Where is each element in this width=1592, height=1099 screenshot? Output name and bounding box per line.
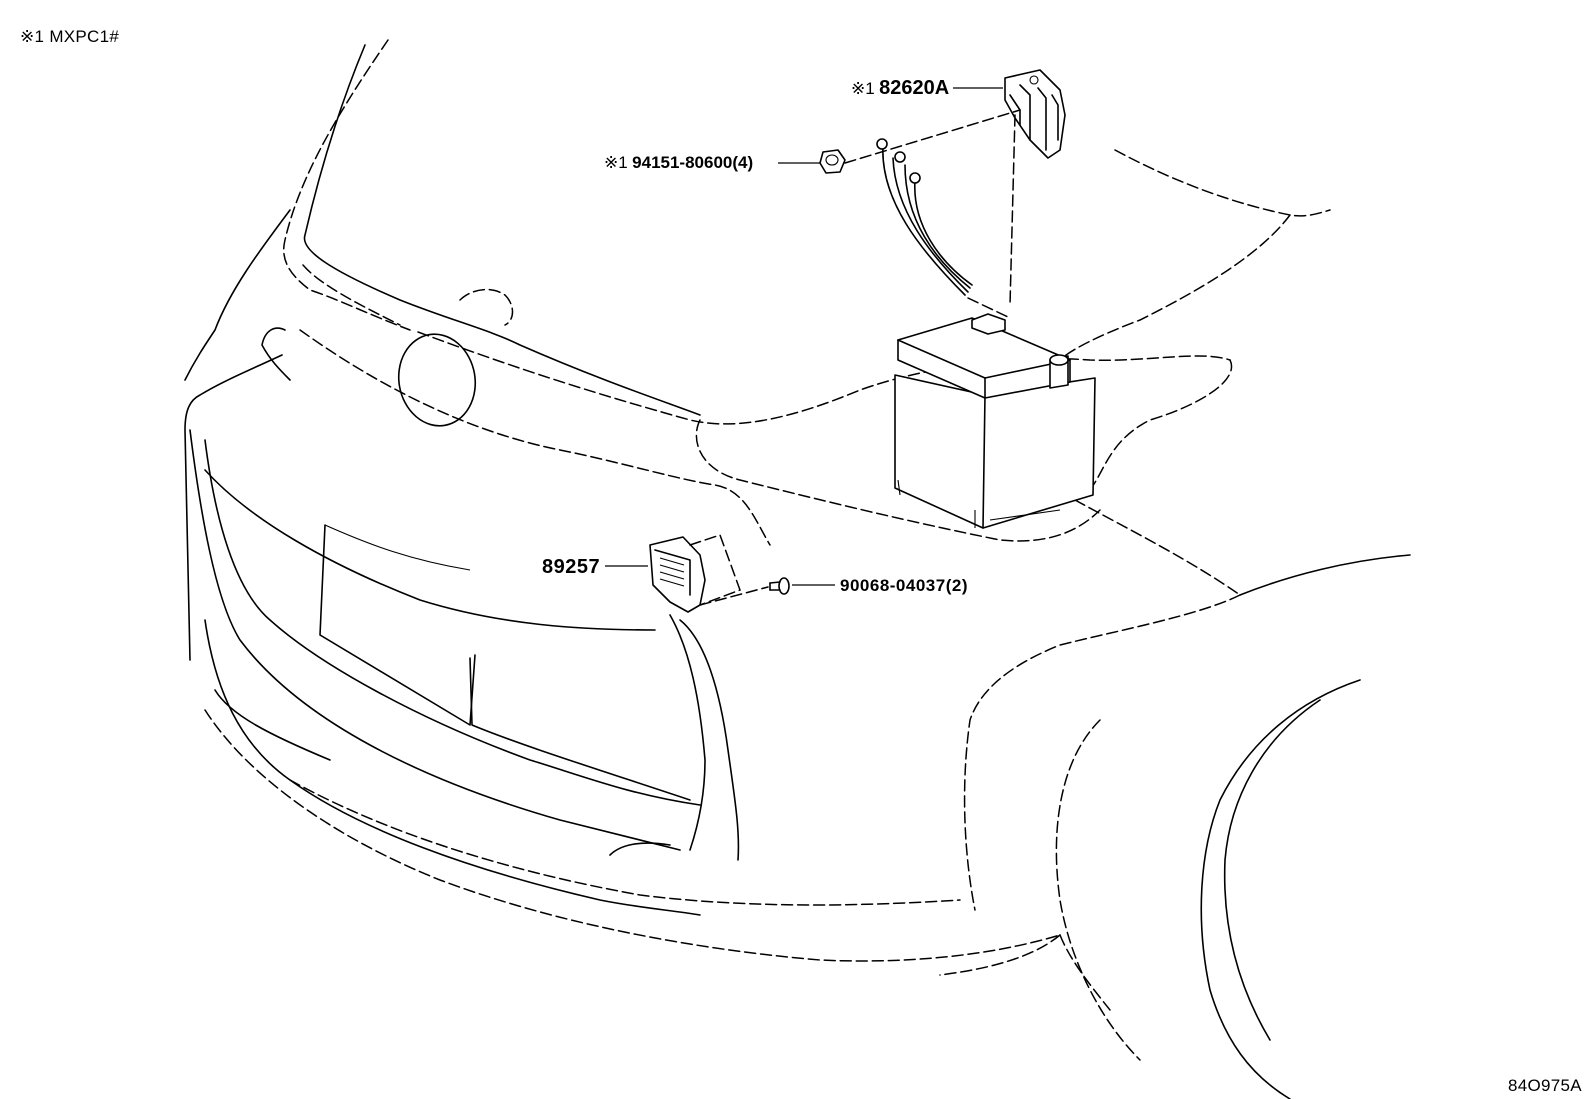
terminal-nut	[819, 149, 846, 174]
callout-89257: 89257	[542, 556, 601, 578]
model-note: ※1 MXPC1#	[20, 27, 120, 46]
fender-wheel-arch	[963, 499, 1411, 1099]
sensor-89257	[649, 534, 741, 613]
battery-cables	[876, 138, 1011, 319]
callout-90068: 90068-04037(2)	[840, 576, 968, 595]
battery	[894, 313, 1096, 529]
callout-82620a-number: 82620A	[879, 77, 950, 99]
bolt	[699, 577, 790, 606]
callout-82620a: ※1 82620A	[851, 78, 949, 98]
bumper-outline	[204, 709, 1111, 1011]
figure-id: 84O975A	[1508, 1076, 1582, 1095]
callout-82620a-prefix: ※1	[851, 79, 875, 98]
callout-94151: ※1 94151-80600(4)	[604, 154, 753, 172]
front-grille-outline	[184, 44, 771, 916]
fuse-block-82620a	[844, 69, 1066, 306]
callout-94151-number: 94151-80600(4)	[632, 153, 754, 172]
callout-94151-prefix: ※1	[604, 153, 628, 172]
hood-outline	[283, 39, 1331, 542]
leader-lines	[605, 87, 1003, 586]
